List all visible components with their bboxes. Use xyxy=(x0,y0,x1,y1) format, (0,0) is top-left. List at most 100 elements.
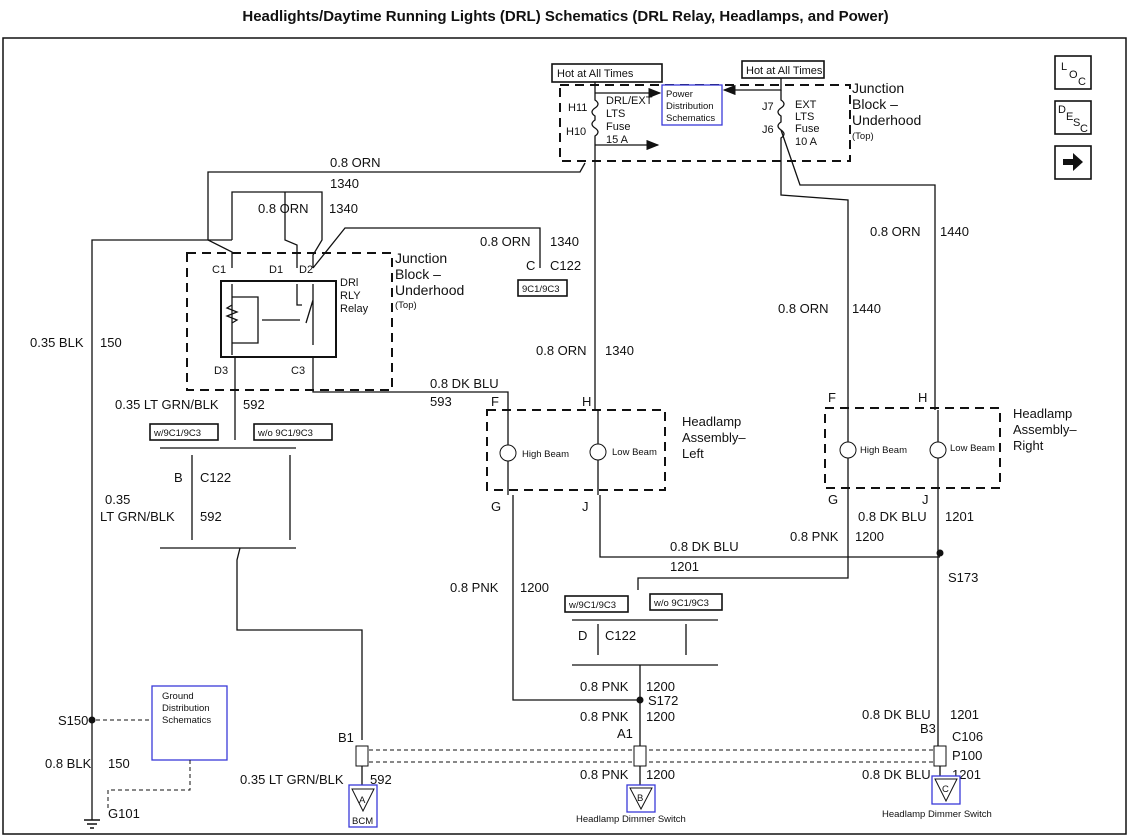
diagram-label: RLY xyxy=(340,290,361,302)
diagram-label: 592 xyxy=(243,397,265,412)
low-beam-bulb-icon xyxy=(929,441,947,459)
diagram-label: H11 xyxy=(568,102,587,114)
diagram-label: Headlamp Dimmer Switch xyxy=(882,809,992,820)
diagram-label: J xyxy=(582,499,589,514)
diagram-label: F xyxy=(828,390,836,405)
diagram-label: 1200 xyxy=(520,580,549,595)
diagram-label: 0.8 ORN xyxy=(330,155,381,170)
drl-relay xyxy=(220,280,337,358)
diagram-label: Distribution xyxy=(162,703,210,714)
diagram-label: Low Beam xyxy=(612,447,657,458)
headlamp-dimmer-switch-c-link[interactable]: C xyxy=(931,775,961,805)
headlamp-assembly-left xyxy=(486,409,666,491)
next-button[interactable] xyxy=(1054,145,1092,180)
frame xyxy=(2,37,1127,835)
diagram-label: 1200 xyxy=(855,529,884,544)
diagram-label: LT GRN/BLK xyxy=(100,509,175,524)
diagram-label: 0.35 BLK xyxy=(30,335,84,350)
diagram-label: C xyxy=(1078,76,1086,88)
diagram-label: C3 xyxy=(291,365,305,377)
diagram-label: Low Beam xyxy=(950,443,995,454)
diagram-label: Schematics xyxy=(162,715,211,726)
diagram-label: Junction xyxy=(395,250,447,266)
diagram-label: G xyxy=(828,492,838,507)
headlamp-assembly-right xyxy=(824,407,1001,489)
diagram-label: Fuse xyxy=(795,123,819,135)
diagram-label: 0.8 ORN xyxy=(536,343,587,358)
diagram-label: Headlamp Dimmer Switch xyxy=(576,814,686,825)
diagram-label: LTS xyxy=(795,111,814,123)
headlamp-dimmer-switch-b-link[interactable]: B xyxy=(626,784,656,813)
ground-distribution-link[interactable]: Ground Distribution Schematics xyxy=(151,685,228,761)
diagram-label: S173 xyxy=(948,570,978,585)
diagram-label: DRL/EXT xyxy=(606,95,653,107)
diagram-label: Distribution xyxy=(666,101,714,112)
low-beam-bulb-icon xyxy=(589,443,607,461)
diagram-label: 0.8 BLK xyxy=(45,756,92,771)
diagram-label: Underhood xyxy=(852,112,921,128)
diagram-label: S172 xyxy=(648,693,678,708)
diagram-label: C106 xyxy=(952,729,983,744)
diagram-label: D xyxy=(1058,104,1066,116)
diagram-label: F xyxy=(491,394,499,409)
diagram-label: A xyxy=(359,795,366,806)
diagram-label: 0.8 PNK xyxy=(450,580,499,595)
diagram-label: D3 xyxy=(214,365,228,377)
diagram-label: High Beam xyxy=(860,445,907,456)
diagram-label: 1201 xyxy=(950,707,979,722)
diagram-label: w/9C1/9C3 xyxy=(568,600,616,611)
diagram-label: w/o 9C1/9C3 xyxy=(257,428,313,439)
diagram-label: 150 xyxy=(100,335,122,350)
junction-block-top xyxy=(559,84,851,162)
power-distribution-link[interactable]: Power Distribution Schematics xyxy=(661,84,723,126)
diagram-label: 1200 xyxy=(646,709,675,724)
diagram-label: 15 A xyxy=(606,134,629,146)
diagram-label: 10 A xyxy=(795,136,818,148)
diagram-label: 150 xyxy=(108,756,130,771)
diagram-label: Headlamp xyxy=(1013,406,1072,421)
diagram-label: C122 xyxy=(200,470,231,485)
diagram-label: EXT xyxy=(795,99,817,111)
diagram-label: O xyxy=(1069,69,1078,81)
diagram-label: Relay xyxy=(340,303,369,315)
diagram-label: Block – xyxy=(395,266,441,282)
diagram-label: w/o 9C1/9C3 xyxy=(653,598,709,609)
diagram-label: G101 xyxy=(108,806,140,821)
loc-button[interactable]: L O C xyxy=(1054,55,1092,90)
diagram-label: 0.8 DK BLU xyxy=(858,509,927,524)
diagram-label: C xyxy=(942,784,949,795)
diagram-label: C122 xyxy=(550,258,581,273)
diagram-label: 1201 xyxy=(670,559,699,574)
diagram-label: 0.35 xyxy=(105,492,130,507)
diagram-label: D2 xyxy=(299,264,313,276)
diagram-label: Ground xyxy=(162,691,194,702)
diagram-label: Schematics xyxy=(666,113,715,124)
diagram-label: C122 xyxy=(605,628,636,643)
diagram-label: Left xyxy=(682,446,704,461)
diagram-label: 0.8 PNK xyxy=(580,679,629,694)
page-title: Headlights/Daytime Running Lights (DRL) … xyxy=(242,8,889,25)
diagram-label: Junction xyxy=(852,80,904,96)
diagram-label: DRl xyxy=(340,277,358,289)
diagram-label: D1 xyxy=(269,264,283,276)
diagram-label: C1 xyxy=(212,264,226,276)
diagram-label: 0.8 DK BLU xyxy=(430,376,499,391)
high-beam-bulb-icon xyxy=(499,444,517,462)
diagram-label: C xyxy=(1080,123,1088,135)
diagram-label: Right xyxy=(1013,438,1044,453)
diagram-label: E xyxy=(1066,111,1073,123)
diagram-label: 0.8 ORN xyxy=(480,234,531,249)
ground-icon xyxy=(84,819,100,829)
diagram-label: J7 xyxy=(762,101,774,113)
desc-button[interactable]: D E S C xyxy=(1054,100,1092,135)
bcm-module-link[interactable]: A BCM xyxy=(348,784,378,828)
diagram-label: Assembly– xyxy=(1013,422,1077,437)
diagram-label: Fuse xyxy=(606,121,630,133)
diagram-label: C xyxy=(526,258,535,273)
diagram-label: 1340 xyxy=(329,201,358,216)
diagram-label: G xyxy=(491,499,501,514)
diagram-label: 0.8 DK BLU xyxy=(862,767,931,782)
diagram-label: (Top) xyxy=(395,300,417,311)
diagram-label: B xyxy=(637,793,643,804)
arrow-right-icon xyxy=(1063,153,1083,171)
